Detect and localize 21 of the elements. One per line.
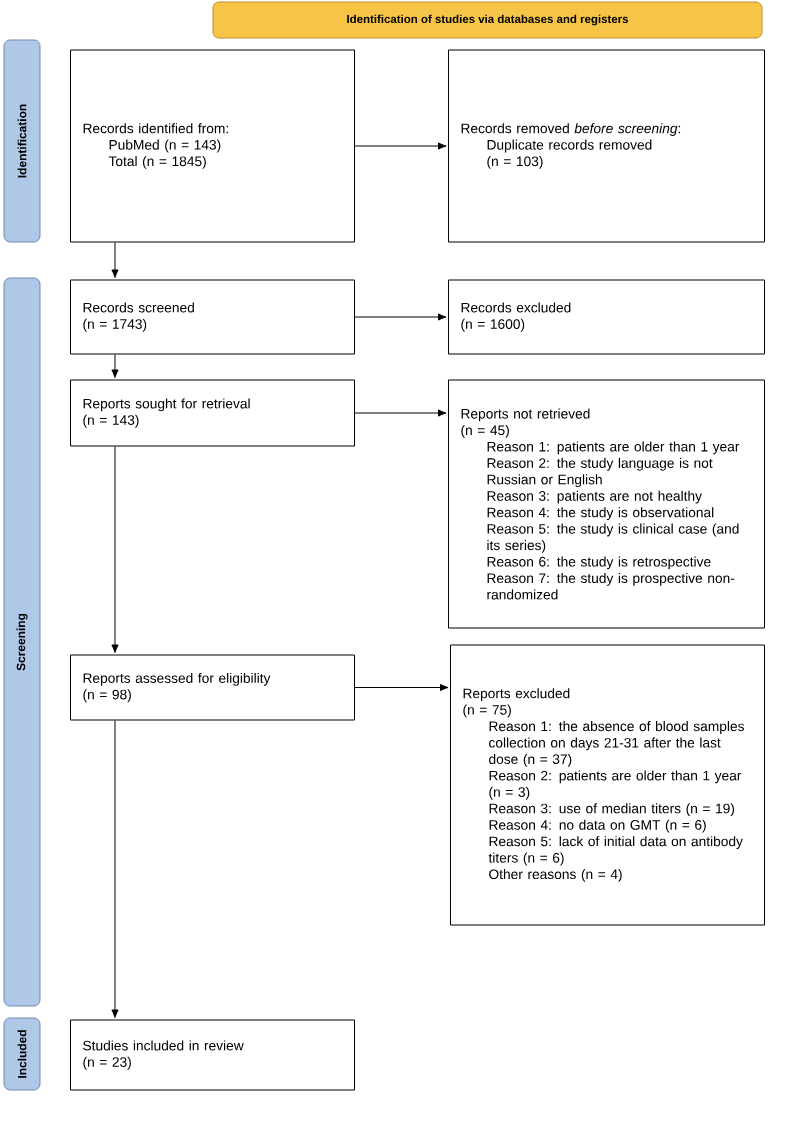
process-box: Records identified from: PubMed (n = 143) Total (n = 1845) xyxy=(70,49,355,243)
arrow xyxy=(354,142,447,150)
process-box: Records removed before screening: Duplicate records removed (n = 103) xyxy=(448,49,765,243)
arrow xyxy=(111,354,119,379)
arrow xyxy=(354,313,447,321)
phase-band: Screening xyxy=(3,277,41,1007)
phase-band: Identification xyxy=(3,39,41,243)
phase-band: Included xyxy=(3,1017,41,1091)
arrow xyxy=(354,683,449,692)
process-box: Reports not retrieved (n = 45) Reason 1: patients are older than 1 year Reason 2: the study language is not Russian or English Reason 3: patients are not healthy Reason 4: the study is observational Reason 5: the study is clinical case (and its series) Reason 6: the study is retrospective Reason 7: the study is prospective non-randomized xyxy=(448,379,765,629)
process-box: Studies included in review (n = 23) xyxy=(70,1019,355,1091)
process-box: Reports sought for retrieval (n = 143) xyxy=(70,379,355,447)
process-box: Records screened (n = 1743) xyxy=(70,279,355,355)
process-box: Reports assessed for eligibility (n = 98) xyxy=(70,654,355,721)
arrow xyxy=(111,720,119,1019)
process-box: Reports excluded (n = 75) Reason 1: the absence of blood samples collection on days 21-31 after the last dose (n = 37) Reason 2: patients are older than 1 year (n = 3) Reason 3: use of median titers (n = 19) Reason 4: no data on GMT (n = 6) Reason 5: lack of initial data on antibody titers (n = 6) Other reasons (n = 4) xyxy=(450,644,765,926)
process-box: Records excluded (n = 1600) xyxy=(448,279,765,355)
section-banner: Identification of studies via databases and registers xyxy=(212,1,763,39)
arrow xyxy=(111,242,119,279)
arrow xyxy=(354,409,447,417)
arrow xyxy=(111,446,119,654)
